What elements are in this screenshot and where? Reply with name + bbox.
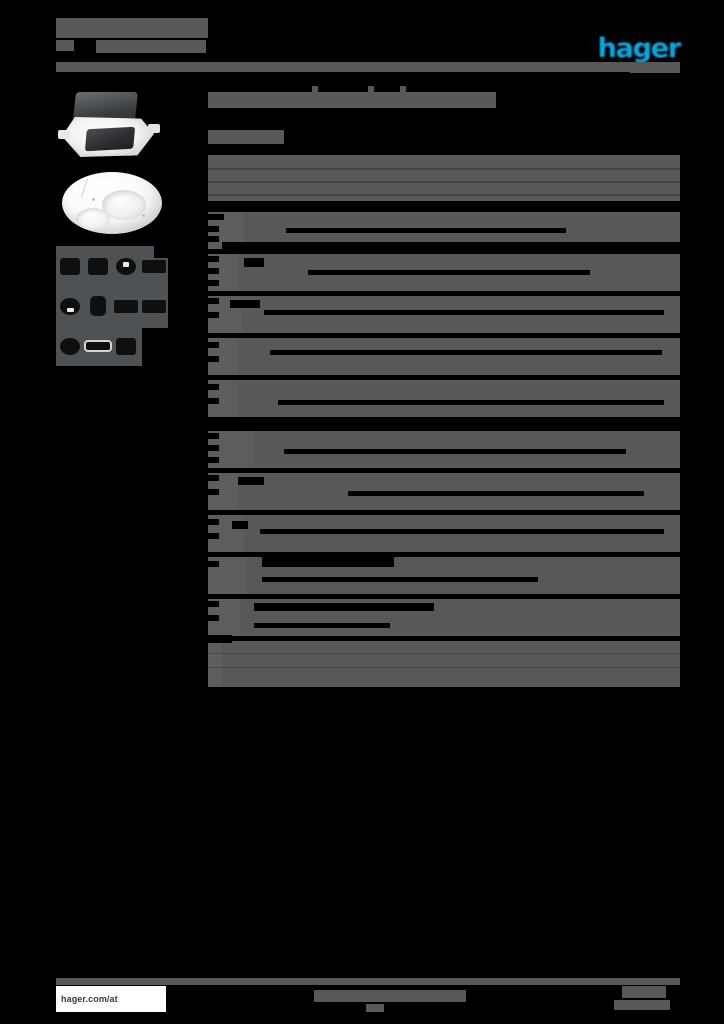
pictogram-row [56, 286, 168, 326]
heading-ascender [312, 86, 318, 92]
pictogram-cell [112, 286, 140, 326]
hager-logo-text: hager [597, 33, 682, 64]
grid-notch-top [154, 246, 168, 258]
table-row [208, 254, 680, 291]
table-row [208, 212, 694, 249]
footer-url-link[interactable]: hager.com/at [61, 994, 118, 1004]
coverage-area-icon [60, 257, 80, 275]
pictogram-cell [84, 246, 112, 286]
table-row [208, 380, 680, 417]
heading-ascender [400, 86, 406, 92]
row-label [208, 641, 222, 687]
table-row [208, 338, 680, 375]
row-value [654, 489, 672, 499]
hager-logo: hager [588, 33, 682, 64]
terminal-block-icon [84, 340, 112, 352]
product-heading [208, 92, 496, 108]
page-footer: hager.com/at [56, 978, 680, 1014]
mounting-height-icon [88, 257, 108, 275]
ip-rating-icon [142, 299, 166, 313]
row-value [646, 226, 672, 236]
detector-screw-a [92, 198, 95, 201]
header-divider [56, 62, 680, 72]
lux-sensor-mark [66, 307, 74, 312]
switching-output-icon [90, 296, 106, 316]
detection-range-icon [142, 259, 166, 273]
product-description [208, 155, 680, 201]
table-group-gap [208, 422, 680, 431]
lux-sensor-icon [60, 297, 80, 315]
pictogram-row [56, 246, 168, 286]
table-row [208, 599, 680, 636]
table-row [208, 557, 680, 594]
footer-page-note [622, 986, 666, 998]
header-divider-tail [630, 65, 680, 73]
product-photo-ceiling-module [56, 84, 168, 162]
pictogram-cell [56, 286, 84, 326]
person-presence-icon [116, 257, 136, 275]
document-subtitle [96, 40, 206, 53]
pictogram-cell [112, 326, 140, 366]
row-value [650, 447, 672, 457]
person-head-mark [123, 261, 129, 267]
module-lens [84, 126, 136, 152]
footer-divider [56, 978, 680, 985]
footer-center-note-2 [366, 1004, 384, 1012]
specification-table [208, 212, 694, 692]
installation-icon [116, 337, 136, 355]
timer-icon [114, 299, 138, 313]
heading-ascender [368, 86, 374, 92]
document-title-line2 [56, 40, 74, 51]
pictogram-cell [84, 286, 112, 326]
pictogram-row [56, 326, 168, 366]
row-value [654, 268, 672, 278]
table-row [208, 473, 680, 510]
table-row [208, 431, 680, 468]
table-row [208, 296, 680, 333]
footer-page-note-2 [614, 1000, 670, 1010]
pictogram-cell [140, 286, 168, 326]
pictogram-cell [56, 326, 84, 366]
footer-center-note [314, 990, 466, 1002]
detector-screw-b [142, 214, 145, 217]
pictogram-grid [56, 246, 168, 366]
grid-notch-bottom [142, 328, 168, 366]
footer-url-box[interactable]: hager.com/at [56, 986, 166, 1012]
page-header: hager [56, 14, 682, 70]
remote-control-icon [60, 337, 80, 355]
module-clip-left [58, 130, 70, 139]
module-clip-right [148, 124, 160, 133]
product-subheading [208, 130, 284, 144]
product-photo-dome-detector [56, 168, 168, 242]
pictogram-cell [84, 326, 112, 366]
content-column [208, 84, 680, 144]
pictogram-cell [56, 246, 84, 286]
document-title-line1 [56, 18, 208, 38]
table-row [208, 635, 680, 687]
pictogram-cell [112, 246, 140, 286]
pictogram-cell [140, 246, 168, 286]
table-row [208, 515, 680, 552]
detector-lens-aux [76, 208, 110, 230]
